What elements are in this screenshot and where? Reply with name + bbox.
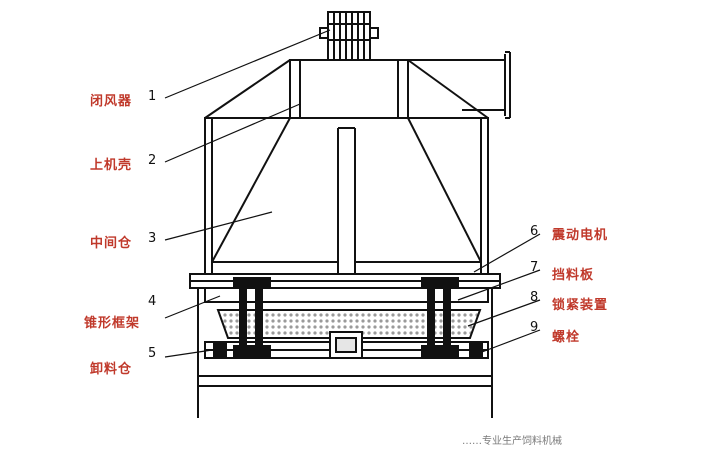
part-label-5: 卸料仓 <box>90 362 133 377</box>
part-number-3: 3 <box>148 231 157 246</box>
right-motor <box>421 277 483 359</box>
part-label-6: 震动电机 <box>552 228 609 243</box>
exhaust-duct <box>408 51 511 119</box>
leader-lines <box>164 29 541 358</box>
part-label-2: 上机壳 <box>90 158 133 173</box>
part-label-1: 闭风器 <box>90 94 133 109</box>
part-label-3: 中间仓 <box>90 236 133 251</box>
part-label-8: 锁紧装置 <box>552 298 609 313</box>
watermark: ……专业生产饲料机械 <box>462 436 562 447</box>
discharge-assembly <box>204 287 489 359</box>
part-label-4: 锥形框架 <box>84 316 141 331</box>
part-number-8: 8 <box>530 290 539 305</box>
part-number-7: 7 <box>530 260 539 275</box>
part-number-6: 6 <box>530 224 539 239</box>
part-label-7: 挡料板 <box>552 268 595 283</box>
part-number-5: 5 <box>148 346 157 361</box>
part-number-2: 2 <box>148 153 157 168</box>
rotary-airlock <box>319 11 379 61</box>
middle-bin <box>204 117 489 275</box>
part-number-9: 9 <box>530 320 539 335</box>
part-number-1: 1 <box>148 89 157 104</box>
part-number-4: 4 <box>148 294 157 309</box>
part-label-9: 螺栓 <box>552 330 581 345</box>
left-motor <box>213 277 271 359</box>
upper-housing <box>204 59 489 119</box>
